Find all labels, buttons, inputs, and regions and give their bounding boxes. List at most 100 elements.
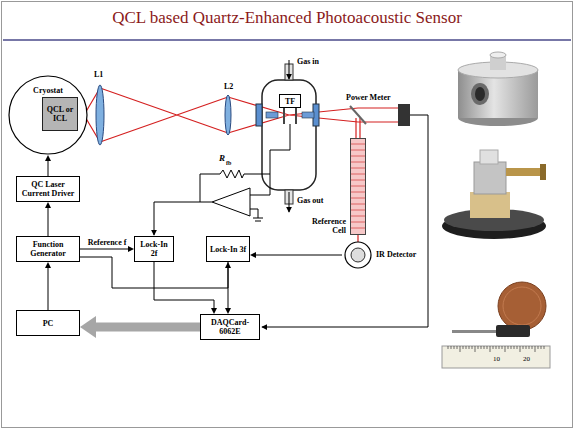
connector-line — [48, 267, 49, 310]
driver-box: QC Laser Current Driver — [16, 176, 80, 202]
signal-wire — [262, 115, 428, 327]
gas-stripe — [351, 156, 365, 157]
cryostat-circle: CryostatQCL or ICL — [8, 75, 88, 155]
fork-holder — [480, 150, 498, 164]
scale-number: 10 — [493, 355, 500, 363]
gas-stripe — [351, 204, 365, 205]
gas-nozzle — [490, 52, 506, 58]
lens — [96, 85, 104, 145]
connector-line — [95, 323, 200, 332]
cryostat-circle — [9, 76, 87, 154]
node-label: QCL or ICL — [45, 105, 75, 123]
beam-ray — [289, 108, 398, 122]
node-label: IR Detector — [376, 250, 416, 259]
window-hole — [471, 83, 489, 105]
fork-prong — [295, 108, 297, 124]
gas-stripe — [351, 174, 365, 175]
lockin-box: Lock-In 2f — [134, 236, 174, 262]
data-arrow — [80, 316, 200, 338]
gas-stripe — [351, 198, 365, 199]
connector-line — [48, 160, 49, 176]
node-label: Reference Cell — [302, 217, 346, 235]
gas-stripe — [351, 216, 365, 217]
signal-line — [45, 202, 51, 236]
cell-window — [256, 104, 262, 126]
resistor-label: R — [219, 153, 225, 163]
reference-tube — [350, 138, 366, 235]
lens — [225, 95, 231, 135]
generator-box: Function Generator — [16, 236, 80, 262]
coin — [503, 287, 541, 325]
gas-arrow — [289, 192, 290, 212]
gas-stripe — [351, 222, 365, 223]
gas-stripe — [351, 168, 365, 169]
gas-stripe — [351, 228, 365, 229]
wire — [270, 124, 290, 174]
gas-port-label: Gas in — [297, 57, 319, 66]
arrowhead — [250, 252, 256, 258]
node-label: Function Generator — [19, 240, 77, 258]
resistor-subscript: fb — [226, 160, 231, 167]
detector-element — [351, 248, 365, 262]
detector-circle — [345, 242, 371, 268]
mount-block — [470, 192, 510, 218]
arrowhead — [45, 202, 51, 208]
power-meter — [398, 104, 410, 126]
signal-line — [45, 262, 51, 310]
tuning-fork-box: TF — [279, 94, 301, 108]
gas-port-label: Gas out — [297, 196, 323, 205]
contact-arm — [540, 164, 546, 180]
ruler-ticks — [448, 346, 544, 352]
wire — [154, 202, 200, 235]
slide-title: QCL based Quartz-Enhanced Photoacoustic … — [0, 8, 574, 28]
gas-stripe — [351, 186, 365, 187]
size-photo — [442, 282, 550, 368]
connector-label: Reference f — [87, 238, 128, 247]
ir-detector: IR Detector — [342, 240, 424, 270]
laser-beam — [84, 88, 398, 242]
gas-stripe — [351, 144, 365, 145]
micro-resonator — [302, 112, 314, 118]
ruler — [442, 346, 550, 368]
gas-stripe — [351, 180, 365, 181]
lens-label: L1 — [94, 70, 103, 79]
daq-box: DAQCard-6062E — [200, 314, 260, 340]
contact-arm — [506, 168, 542, 176]
node-label: TF — [282, 97, 298, 106]
node-label: PC — [19, 319, 77, 328]
gas-stripe — [351, 192, 365, 193]
micro-resonator — [266, 112, 278, 118]
connector-line — [154, 262, 214, 309]
node-label: DAQCard-6062E — [203, 318, 257, 336]
gas-stripe — [351, 150, 365, 151]
computer-box: PC — [16, 310, 80, 336]
node-label: Cryostat — [8, 86, 88, 95]
opamp-symbol — [212, 188, 250, 216]
connector-line — [228, 262, 229, 309]
signal-line — [154, 262, 217, 314]
reference-cell: Reference Cell — [350, 138, 366, 235]
preamp-circuit — [154, 124, 290, 235]
beam-splitter — [350, 106, 366, 124]
cell-photo — [458, 52, 538, 126]
instrument-label: Power Meter — [346, 93, 391, 102]
node-label: Lock-In 3f — [209, 245, 247, 254]
connector-line — [80, 249, 129, 250]
signal-line — [225, 262, 231, 314]
ground-symbol — [250, 209, 263, 221]
fork-mount-photo — [442, 150, 546, 239]
gas-arrow — [289, 60, 290, 79]
title-rule — [3, 39, 571, 41]
beam-ray — [100, 88, 228, 142]
scale-number: 20 — [523, 355, 530, 363]
laser-chip: QCL or ICL — [42, 97, 78, 131]
arrowhead — [80, 316, 96, 338]
lens-label: L2 — [224, 82, 233, 91]
connector-line — [48, 207, 49, 236]
arrowhead — [45, 155, 51, 161]
node-label: Lock-In 2f — [137, 240, 171, 258]
